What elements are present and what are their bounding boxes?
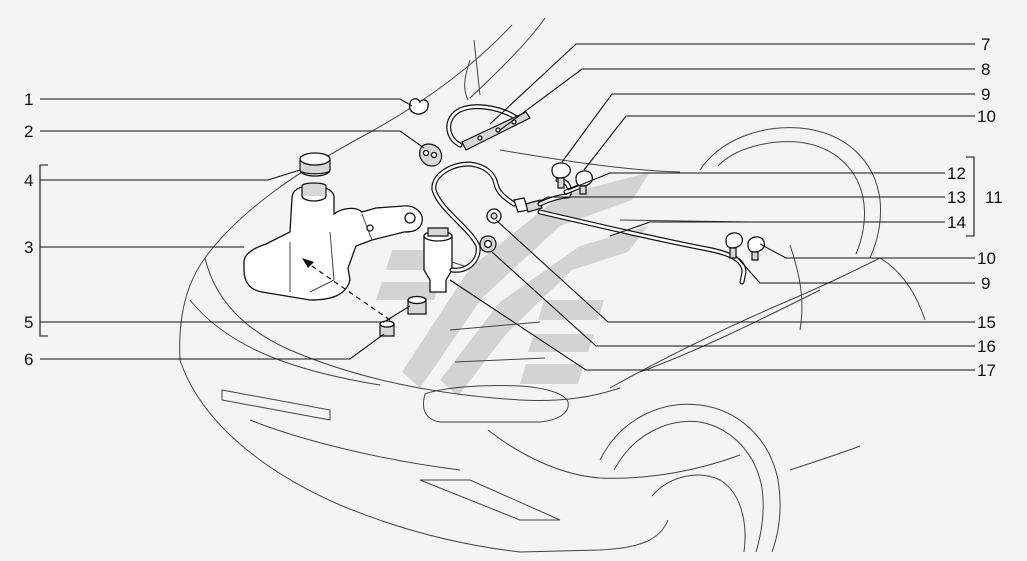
part-seal bbox=[486, 208, 502, 224]
part-washer-reservoir bbox=[243, 182, 423, 301]
callout-17: 17 bbox=[977, 361, 996, 380]
part-hose-clip-strip bbox=[461, 111, 531, 151]
callout-13: 13 bbox=[947, 188, 966, 207]
callout-10-upper: 10 bbox=[977, 107, 996, 126]
callout-9-upper: 9 bbox=[981, 85, 990, 104]
watermark-logo bbox=[376, 172, 650, 396]
part-clip bbox=[408, 98, 429, 115]
callout-2: 2 bbox=[24, 122, 33, 141]
part-reservoir-cap bbox=[299, 152, 331, 177]
car-body-outline bbox=[179, 17, 926, 553]
hose-loop-7 bbox=[446, 104, 529, 148]
install-direction-arrow bbox=[305, 261, 391, 321]
part-bulkhead-grommet bbox=[479, 235, 497, 253]
hose-main bbox=[431, 161, 517, 273]
hose-14 bbox=[537, 209, 747, 285]
callout-14: 14 bbox=[947, 213, 966, 232]
callout-1: 1 bbox=[24, 90, 33, 109]
leader-lines bbox=[39, 43, 975, 371]
callout-12: 12 bbox=[947, 164, 966, 183]
bracket-group-11 bbox=[966, 156, 975, 237]
part-washer-jet-lower-right bbox=[747, 236, 766, 261]
callout-3: 3 bbox=[24, 238, 33, 257]
callout-6: 6 bbox=[24, 350, 33, 369]
callout-15: 15 bbox=[977, 313, 996, 332]
callout-11: 11 bbox=[985, 188, 1003, 207]
part-pump-grommet bbox=[407, 295, 427, 315]
callout-4: 4 bbox=[24, 171, 33, 190]
part-plug bbox=[379, 320, 395, 337]
part-washer-jet-upper-left bbox=[551, 162, 572, 189]
arrow-head-icon bbox=[302, 258, 314, 268]
callout-8: 8 bbox=[981, 60, 990, 79]
bracket-group-3 bbox=[39, 164, 48, 337]
callout-9-lower: 9 bbox=[981, 274, 990, 293]
callout-7: 7 bbox=[981, 35, 990, 54]
callout-10-lower: 10 bbox=[977, 249, 996, 268]
callout-5: 5 bbox=[24, 313, 33, 332]
callout-16: 16 bbox=[977, 337, 996, 356]
part-washer-jet-lower-left bbox=[725, 232, 744, 259]
callout-labels: 1 2 4 3 5 6 7 8 9 10 11 12 13 14 10 9 15… bbox=[24, 35, 1003, 380]
part-washer-pump bbox=[423, 227, 471, 293]
part-grommet bbox=[419, 143, 443, 167]
